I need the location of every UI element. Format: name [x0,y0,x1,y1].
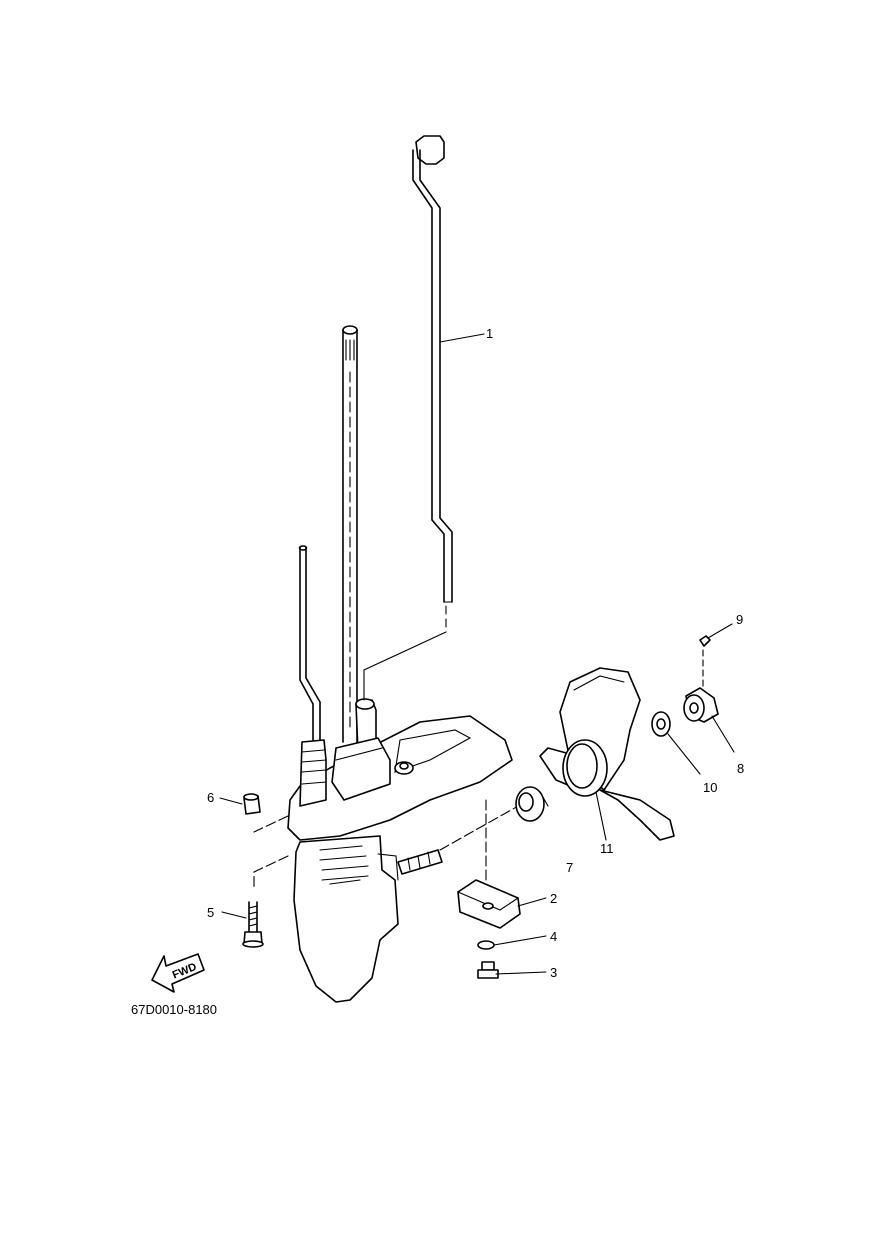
callout-7: 7 [566,860,573,875]
drive-shaft [342,325,358,743]
callout-11: 11 [600,841,614,856]
callout-6: 6 [207,790,214,805]
propeller-nut-part-8 [683,687,735,753]
collar-part-6 [243,793,261,815]
cotter-pin-part-9 [699,623,733,647]
fwd-arrow-icon: FWD [151,953,205,993]
callout-leaders [219,333,547,975]
callout-9: 9 [736,612,743,627]
callout-10: 10 [703,780,717,795]
leader-lines [253,631,704,901]
thrust-washer-part-7 [515,786,549,822]
callout-2: 2 [550,891,557,906]
propeller-part-11 [539,667,675,841]
shift-rod-part [412,135,453,633]
diagram-code: 67D0010-8180 [131,1002,217,1017]
callout-5: 5 [207,905,214,920]
lower-case-housing [287,698,513,1003]
washer-part-10 [651,711,701,775]
callout-1: 1 [486,326,493,341]
callout-8: 8 [737,761,744,776]
washer-part-4 [477,940,495,950]
bolt-part-5 [242,901,264,948]
water-tube [298,545,321,741]
callout-3: 3 [550,965,557,980]
anode-part-2 [457,879,521,929]
callout-4: 4 [550,929,557,944]
bolt-part-3 [477,961,499,979]
